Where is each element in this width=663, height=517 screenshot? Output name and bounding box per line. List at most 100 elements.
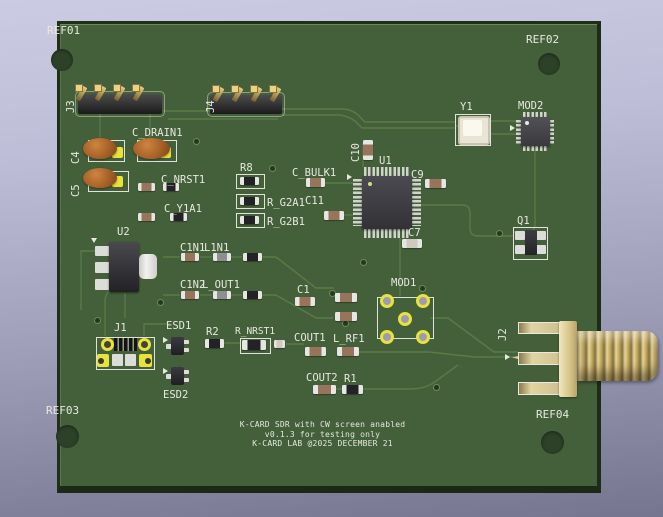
via [270,166,275,171]
u2-lead [95,279,110,290]
silkscreen-c-drain1: C_DRAIN1 [132,127,183,139]
courtyard-q1 [513,227,548,260]
component-c9 [425,179,446,188]
courtyard-r-g2a1 [236,194,265,209]
component-c1n1 [181,253,199,261]
courtyard-r-g2b1 [236,213,265,228]
pad [112,176,123,187]
component-u2-sot223 [109,242,139,292]
silkscreen-c1n2: C1N2 [180,279,206,291]
component-cout2 [313,385,336,394]
mod2-pins-bottom [523,146,548,151]
u1-pins-top [364,167,410,176]
component-r-g2a1 [240,197,259,205]
silkscreen-cout2: COUT2 [306,372,338,384]
component-smd [274,340,285,348]
silkscreen-q1: Q1 [517,215,530,227]
component-c11 [324,211,344,220]
component-j4-pin-header [207,92,285,117]
component-esd2-sot23 [171,367,184,385]
via [497,231,502,236]
silkscreen-cout1: COUT1 [294,332,326,344]
esd1-lead [183,340,189,344]
j2-lead [518,352,564,365]
j1-hole-pad [138,338,151,351]
title-line-3: K-CARD LAB @2025 DECEMBER 21 [252,439,393,448]
silkscreen-r2: R2 [206,326,219,338]
j1-slots [114,338,138,351]
component-c1n2 [181,291,199,299]
silkscreen-mod1: MOD1 [391,277,417,289]
component-c-y1a1 [138,213,155,221]
silkscreen-c-y1a1: C_Y1A1 [164,203,202,215]
u2-tab [139,254,157,279]
silkscreen-j1: J1 [114,322,127,334]
silkscreen-l-out1: L_OUT1 [202,279,240,291]
u1-pins-right [412,179,421,226]
j1-pad [125,354,136,366]
silkscreen-j4: J4 [205,100,217,113]
silkscreen-c4: C4 [70,151,82,164]
silkscreen-c10: C10 [350,143,362,162]
component-r2 [205,339,224,348]
sma-connector-barrel [577,331,658,381]
via [95,318,100,323]
u1-pins-left [353,179,362,226]
esd2-lead [183,370,189,374]
esd1-arrow [163,337,168,343]
esd2-lead [166,374,172,379]
silkscreen-u1: U1 [379,155,392,167]
via [361,260,366,265]
mod2-pin1-dot [525,121,529,125]
component-smd [170,213,187,221]
j2-lead [518,382,560,395]
silkscreen-c-nrst1: C_NRST1 [161,174,206,186]
mounting-hole-ref02 [538,53,560,75]
u2-lead [95,262,110,273]
courtyard-mod1 [377,297,434,339]
mod1-pad [380,330,394,344]
component-smd [335,293,357,302]
header-pin-tip [113,84,121,92]
component-c-drain1-capacitor [133,138,170,159]
mod1-pad [380,294,394,308]
mounting-hole-ref01 [51,49,73,71]
u1-pins-bottom [364,229,410,238]
esd1-lead [166,344,172,349]
silkscreen-r-nrst1: R_NRST1 [235,326,276,337]
sma-flange [559,321,577,397]
pad [112,147,123,158]
component-c5-capacitor [83,168,117,188]
y1-top-face [463,120,482,136]
component-c1 [295,297,315,306]
courtyard-r8 [236,174,265,189]
mod2-pins-right [549,120,554,144]
via [420,286,425,291]
component-q1-transistor [525,230,537,255]
component-c-nrst1 [138,183,155,191]
silkscreen-c1n1: C1N1 [180,242,206,254]
mod1-pad [416,330,430,344]
silkscreen-ref04: REF04 [536,408,570,421]
header-pin-tip [132,84,140,92]
silkscreen-ref01: REF01 [47,24,81,37]
silkscreen-y1: Y1 [460,101,473,113]
mod1-pad [416,294,430,308]
silkscreen-ref03: REF03 [46,404,80,417]
header-pin-tip [231,85,239,93]
header-pin-tip [250,85,258,93]
j1-pad-hole [145,358,151,364]
mod1-pad [398,312,412,326]
silkscreen-r-g2a1: R_G2A1 [267,197,305,209]
q1-pad [515,245,525,254]
q1-pad [536,245,546,254]
title-line-2: v0.1.3 for testing only [264,429,381,439]
silkscreen-u2: U2 [117,226,130,238]
u1-pin1-arrow [347,174,352,180]
silkscreen-c5: C5 [70,184,82,197]
via [343,321,348,326]
component-c7 [402,239,422,248]
via [330,291,335,296]
silkscreen-r-g2b1: R_G2B1 [267,216,305,228]
